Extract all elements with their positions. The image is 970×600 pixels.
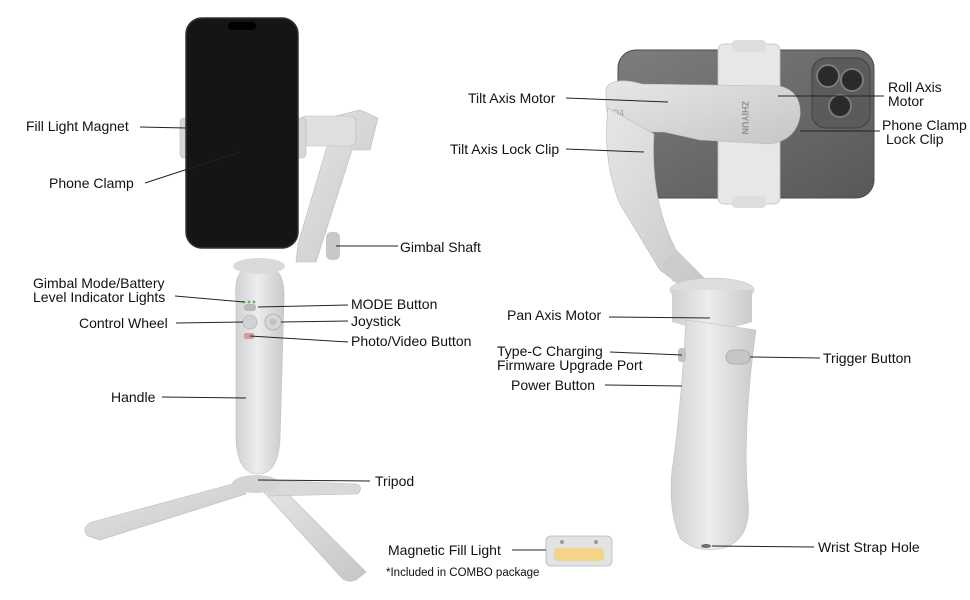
leader-lines [139, 95, 884, 551]
label-fill-light-magnet: Fill Light Magnet [26, 118, 129, 134]
label-photo-video-button: Photo/Video Button [351, 333, 472, 349]
label-gimbal-mode-line2: Level Indicator Lights [33, 289, 166, 305]
label-combo-note: *Included in COMBO package [386, 567, 540, 579]
label-tilt-axis-motor: Tilt Axis Motor [468, 90, 556, 106]
label-pan-axis-motor: Pan Axis Motor [507, 307, 602, 323]
label-phone-clamp: Phone Clamp [49, 175, 134, 191]
label-magnetic-fill-light: Magnetic Fill Light [388, 542, 501, 558]
model-mark: Q4 [612, 108, 624, 118]
label-typec-line1: Type-C Charging [497, 343, 603, 359]
label-tripod: Tripod [375, 473, 415, 489]
left-handle [235, 261, 285, 475]
brand-mark: ZHIYUN [740, 101, 750, 135]
label-gimbal-shaft: Gimbal Shaft [400, 239, 481, 255]
label-phone-clamp-lock-clip-line2: Lock Clip [886, 131, 944, 147]
label-control-wheel: Control Wheel [79, 315, 168, 331]
label-gimbal-mode-line1: Gimbal Mode/Battery [33, 275, 165, 291]
label-mode-button: MODE Button [351, 296, 438, 312]
label-tilt-axis-lock-clip: Tilt Axis Lock Clip [450, 141, 560, 157]
label-phone-clamp-lock-clip-line1: Phone Clamp [882, 117, 967, 133]
tripod-leg-right [261, 481, 367, 582]
right-gimbal-illustration: ZHIYUN Q4 [605, 40, 875, 550]
label-roll-axis-motor-line2: Motor [888, 93, 924, 109]
magnetic-fill-light-illustration [545, 535, 613, 567]
label-power-button: Power Button [511, 377, 596, 393]
left-arm [295, 109, 379, 263]
right-handle [670, 319, 757, 550]
label-handle: Handle [111, 389, 156, 405]
left-gimbal-illustration [84, 17, 379, 582]
label-trigger-button: Trigger Button [823, 350, 912, 366]
label-joystick: Joystick [351, 313, 401, 329]
label-wrist-strap-hole: Wrist Strap Hole [818, 539, 920, 555]
left-phone [185, 17, 299, 249]
label-typec-line2: Firmware Upgrade Port [497, 357, 643, 373]
tripod-leg-back [261, 479, 361, 497]
label-roll-axis-motor-line1: Roll Axis [888, 79, 942, 95]
tripod-leg-left [84, 481, 247, 541]
